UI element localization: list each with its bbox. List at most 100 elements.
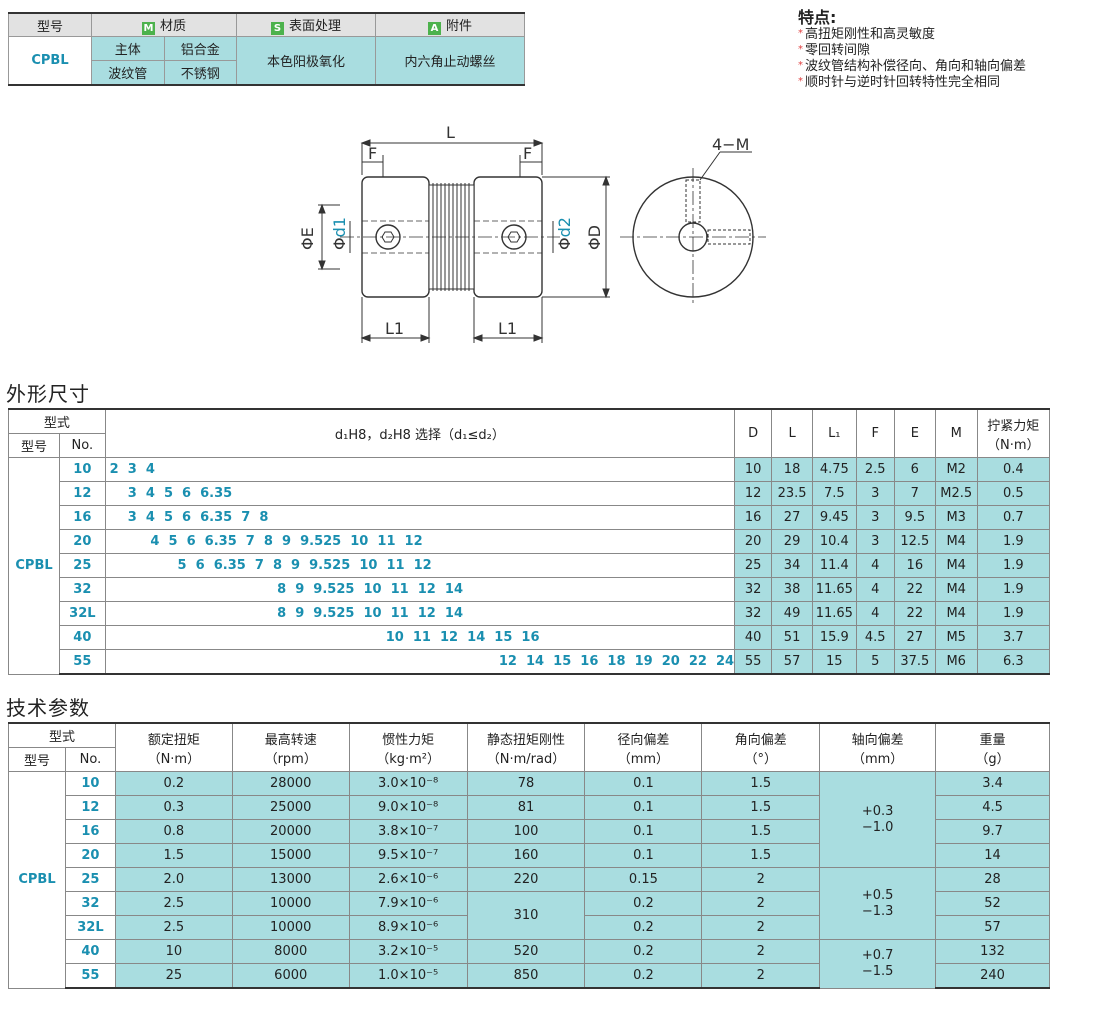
cell-speed: 15000 [231,843,350,868]
cell-angular: 1.5 [701,795,821,820]
cell-L: 27 [771,505,814,530]
no-cell: 25 [64,867,116,892]
cell-T: 0.4 [976,457,1051,482]
cell-stiffness: 78 [466,771,586,796]
cell-radial: 0.1 [584,819,703,844]
cell-inertia: 7.9×10⁻⁶ [348,891,468,916]
label-phid2: Φd2 [555,217,574,250]
spec-model: CPBL [8,36,92,86]
cell-speed: 28000 [231,771,350,796]
dims-head-dsel: d₁H8，d₂H8 选择（d₁≤d₂） [104,408,736,458]
cell-L1: 15 [812,649,857,675]
features: 特点: *高扭矩刚性和高灵敏度 *零回转间隙 *波纹管结构补偿径向、角向和轴向偏… [798,10,1045,91]
cell-torque: 10 [114,939,233,964]
cell-F: 4 [855,577,895,602]
dim-L [360,139,544,175]
cell-angular: 2 [701,915,821,940]
cell-M: M6 [934,649,978,675]
no-cell: 12 [59,481,106,506]
cell-stiffness: 520 [466,939,586,964]
cell-E: 6 [893,457,936,482]
cell-F: 3 [855,505,895,530]
d-selection-cell: 3 4 5 6 6.35 [104,481,736,506]
cell-E: 37.5 [893,649,936,675]
cell-speed: 6000 [231,963,350,989]
no-cell: 12 [64,795,116,820]
cell-T: 1.9 [976,553,1051,578]
no-cell: 20 [59,529,106,554]
cell-F: 2.5 [855,457,895,482]
cell-L1: 4.75 [812,457,857,482]
cell-speed: 20000 [231,819,350,844]
cell-F: 3 [855,529,895,554]
cell-weight: 4.5 [935,795,1050,820]
cell-radial: 0.1 [584,795,703,820]
cell-angular: 2 [701,867,821,892]
cell-speed: 10000 [231,891,350,916]
cell-weight: 240 [935,963,1050,989]
no-cell: 32 [59,577,106,602]
cell-stiffness: 100 [466,819,586,844]
cell-speed: 8000 [231,939,350,964]
feature-item: *顺时针与逆时针回转特性完全相同 [798,75,1001,90]
cell-radial: 0.2 [584,939,703,964]
cell-weight: 57 [935,915,1050,940]
spec-material: 不锈钢 [163,60,237,86]
no-cell: 32L [59,601,106,626]
cell-stiffness: 81 [466,795,586,820]
dims-head-M: M [934,408,978,458]
cell-inertia: 9.5×10⁻⁷ [348,843,468,868]
coupling-drawing: L F F ΦE Φd1 Φd2 ΦD [298,123,766,343]
cell-M: M3 [934,505,978,530]
d-selection-cell: 8 9 9.525 10 11 12 14 [104,601,736,626]
cell-angular: 2 [701,963,821,989]
dims-head-no: No. [59,433,106,458]
cell-T: 1.9 [976,529,1051,554]
cell-L1: 11.4 [812,553,857,578]
feature-item: *零回转间隙 [798,43,871,58]
label-L: L [446,123,455,142]
label-F-left: F [368,144,377,163]
cell-M: M5 [934,625,978,650]
cell-F: 4.5 [855,625,895,650]
label-phid1: Φd1 [330,217,349,250]
no-cell: 55 [59,649,106,675]
cell-M: M4 [934,577,978,602]
dims-head-F: F [855,408,895,458]
cell-axial: +0.7 −1.5 [819,939,937,989]
tech-head-speed: 最高转速（rpm） [231,722,350,772]
cell-torque: 2.5 [114,891,233,916]
cell-E: 12.5 [893,529,936,554]
cell-weight: 9.7 [935,819,1050,844]
asterisk-icon: * [798,60,803,71]
label-L1-right: L1 [498,319,517,338]
model-cell: CPBL [7,457,61,675]
d-selection-cell: 8 9 9.525 10 11 12 14 [104,577,736,602]
tech-head-inertia: 惯性力矩（kg·m²） [348,722,468,772]
cell-radial: 0.15 [584,867,703,892]
cell-axial: +0.5 −1.3 [819,867,937,940]
cell-D: 32 [734,601,773,626]
cell-L1: 11.65 [812,577,857,602]
cell-E: 22 [893,601,936,626]
cell-F: 5 [855,649,895,675]
cell-D: 40 [734,625,773,650]
label-screws: 4−M [712,135,749,154]
cell-D: 16 [734,505,773,530]
dims-table: 型式 d₁H8，d₂H8 选择（d₁≤d₂） D L L₁ F E M 拧紧力矩… [7,408,1051,675]
no-cell: 16 [64,819,116,844]
cell-E: 16 [893,553,936,578]
dims-head-type: 型式 [8,408,106,434]
cell-angular: 1.5 [701,819,821,844]
tech-head-weight: 重量（g） [935,722,1050,772]
tech-head-axial: 轴向偏差（mm） [819,722,937,772]
